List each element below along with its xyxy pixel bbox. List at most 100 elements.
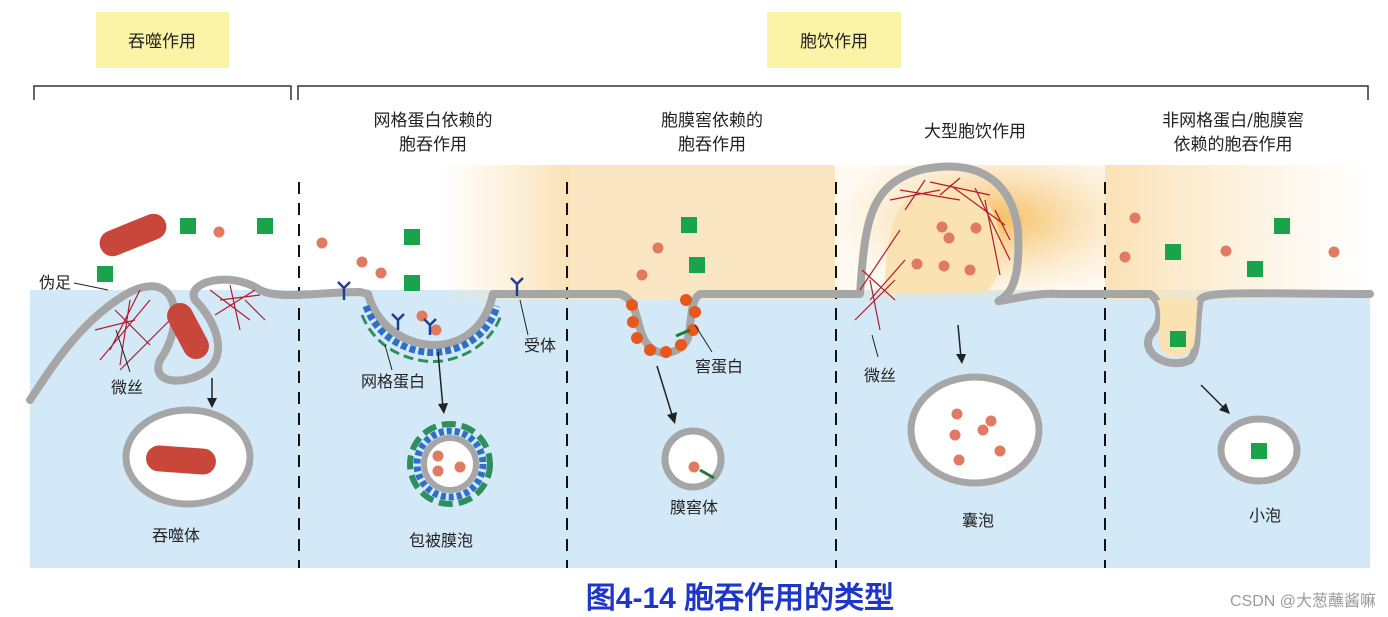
label-phagosome: 吞噬体: [152, 526, 200, 545]
phagocytosis-tag-bg: [96, 12, 229, 68]
coated-vesicle-clathrin: [413, 427, 487, 501]
receptor-leader: [519, 299, 529, 336]
particle: [316, 237, 328, 249]
phagocytosis-bracket: [33, 85, 292, 100]
figure-caption: 图4-14 胞吞作用的类型: [586, 582, 894, 615]
cargo-square: [180, 218, 196, 234]
label-receptor: 受体: [524, 336, 556, 355]
particle: [430, 324, 442, 336]
receptor-icon: [337, 277, 524, 335]
title-macro: 大型胞饮作用: [924, 122, 1026, 142]
particle: [356, 256, 368, 268]
particle: [454, 461, 466, 473]
cargo-square: [681, 217, 697, 233]
pseudopod-leader: [73, 282, 109, 291]
particle: [1119, 251, 1131, 263]
cargo-square: [689, 257, 705, 273]
clathrin-coat: [362, 304, 501, 356]
particle: [977, 424, 989, 436]
macropinosome: [907, 373, 1043, 487]
cargo-square: [1247, 261, 1263, 277]
cargo-square: [404, 229, 420, 245]
microfilament-leader: [871, 334, 879, 358]
arrow-head: [956, 354, 966, 364]
label-coated-vesicle: 包被膜泡: [409, 531, 473, 550]
particle: [432, 465, 444, 477]
particle: [936, 221, 948, 233]
coated-vesicle: [421, 435, 479, 493]
bacterium: [99, 213, 167, 257]
label-caveolin: 窖蛋白: [695, 357, 743, 376]
phagocytosis-tag: 吞噬作用: [128, 32, 196, 52]
label-pseudopod: 伪足: [39, 273, 71, 292]
title-independent-2: 依赖的胞吞作用: [1174, 135, 1293, 155]
pinocytosis-tag-bg: [767, 12, 901, 68]
title-clathrin-1: 网格蛋白依赖的: [374, 111, 493, 131]
phagocytosis-panel: 伪足 微丝 吞噬体: [39, 213, 273, 545]
title-caveolae-2: 胞吞作用: [678, 135, 746, 155]
pinocytosis-tag: 胞饮作用: [800, 32, 868, 52]
clathrin-panel: 受体 网格蛋白 包被膜泡: [316, 229, 556, 550]
caveolin-leader: [694, 324, 713, 353]
particle: [1129, 212, 1141, 224]
coated-vesicle-coat: [407, 421, 493, 507]
cargo-receptor: [699, 468, 715, 480]
extracellular-glow-3: [570, 165, 835, 300]
label-small-vesicle: 小泡: [1249, 506, 1281, 525]
particle: [953, 454, 965, 466]
arrow-head: [1219, 403, 1230, 414]
cargo-square: [1165, 244, 1181, 260]
cargo-square: [1274, 218, 1290, 234]
label-clathrin: 网格蛋白: [361, 372, 425, 391]
particle: [938, 260, 950, 272]
arrow: [957, 324, 962, 359]
particle: [213, 226, 225, 238]
title-caveolae-1: 胞膜窖依赖的: [661, 111, 763, 131]
particle: [1220, 245, 1232, 257]
caveolae-panel: 窖蛋白 膜窖体: [626, 217, 743, 517]
arrow-head: [207, 398, 217, 408]
invagination-fill: [1157, 300, 1198, 357]
particle: [985, 415, 997, 427]
pinocytosis-bracket: [297, 85, 1369, 100]
particle: [970, 222, 982, 234]
cargo-square: [1170, 331, 1186, 347]
particle: [964, 264, 976, 276]
arrow: [1200, 384, 1227, 411]
cargo-square: [97, 266, 113, 282]
cargo-square: [404, 275, 420, 291]
panel-dividers: [298, 182, 1106, 568]
clathrin-coat-outer: [360, 314, 503, 364]
clathrin-leader: [384, 344, 393, 371]
particle: [943, 232, 955, 244]
particle: [949, 429, 961, 441]
independent-panel: 小泡: [1119, 212, 1340, 525]
cargo-square: [257, 218, 273, 234]
extracellular-glow-5: [1105, 165, 1370, 300]
label-microfilament-1: 微丝: [111, 378, 143, 397]
microfilament-leader: [115, 329, 131, 373]
label-caveosome: 膜窖体: [670, 498, 718, 517]
particle: [911, 258, 923, 270]
particle: [652, 242, 664, 254]
label-macropinosome: 囊泡: [962, 511, 994, 530]
cargo-square: [1251, 443, 1267, 459]
particle: [432, 450, 444, 462]
particle: [688, 461, 700, 473]
arrow: [437, 351, 444, 409]
title-independent-1: 非网格蛋白/胞膜窖: [1162, 111, 1304, 131]
plasma-membrane: [26, 162, 1374, 404]
cargo-receptor: [675, 328, 691, 338]
bacterium-in-phagosome: [146, 445, 216, 475]
title-clathrin-2: 胞吞作用: [399, 135, 467, 155]
bacterium-engulfed: [167, 302, 209, 360]
arrow: [656, 365, 674, 419]
particle: [1328, 246, 1340, 258]
label-microfilament-2: 微丝: [864, 366, 896, 385]
arrow-head: [438, 403, 448, 414]
watermark: CSDN @大葱蘸酱嘛: [1230, 592, 1376, 610]
particle: [951, 408, 963, 420]
particle: [994, 445, 1006, 457]
particle: [636, 269, 648, 281]
